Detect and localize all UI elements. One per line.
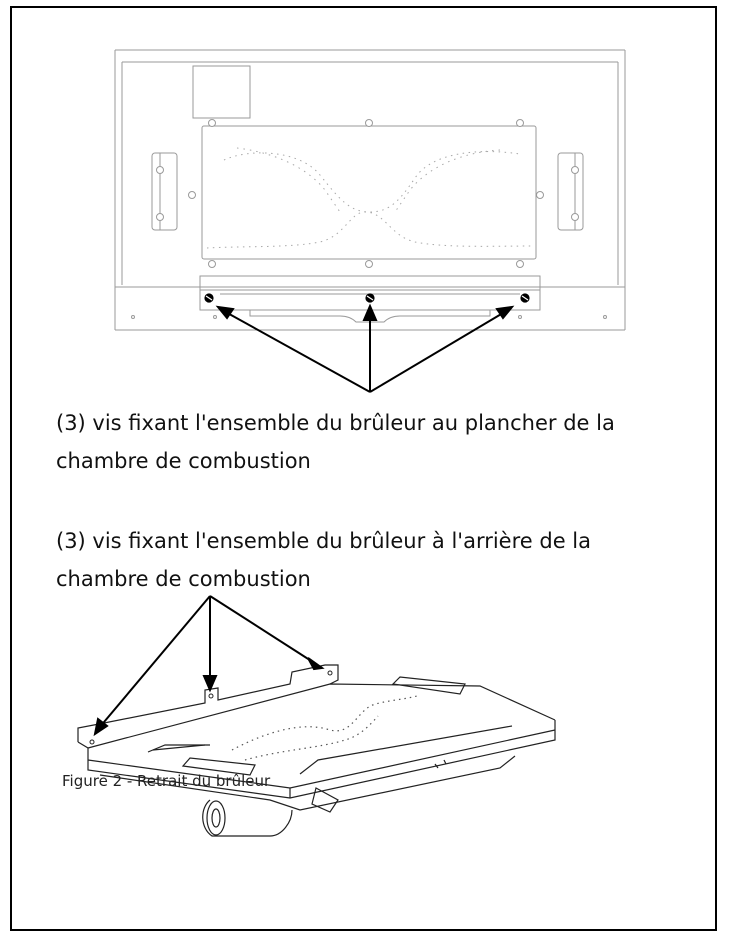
- front-screws-callout: (3) vis fixant l'ensemble du brûleur au …: [56, 411, 615, 473]
- burner-ports-front: [206, 147, 533, 249]
- figure-caption: Figure 2 - Retrait du brûleur: [62, 772, 271, 790]
- burner-ports-tray: [231, 694, 421, 761]
- panel-screws: [131, 119, 607, 319]
- figure-frame: [10, 6, 717, 931]
- floor-screws: [204, 293, 530, 303]
- burner-tray-isometric: [77, 664, 556, 837]
- rear-callout-arrows: [93, 595, 325, 737]
- burner-front-view: [114, 49, 626, 331]
- rear-screws-callout: (3) vis fixant l'ensemble du brûleur à l…: [56, 529, 591, 591]
- rear-screw-holes: [89, 670, 333, 745]
- front-callout-arrows: [215, 303, 515, 393]
